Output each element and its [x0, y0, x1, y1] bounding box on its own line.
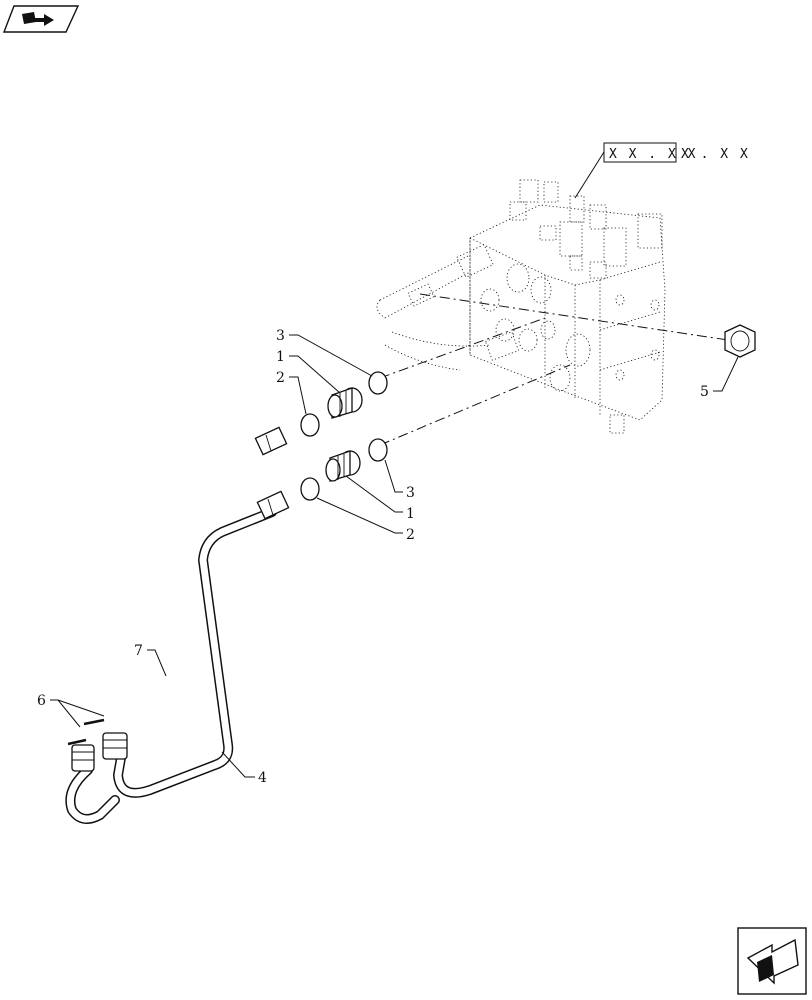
callout-3-lower: 3 [406, 485, 415, 501]
o-ring-3-lower [368, 438, 388, 462]
callout-4: 4 [258, 770, 267, 786]
callout-2-lower: 2 [406, 527, 415, 543]
reference-code-right: X . X X [681, 147, 750, 162]
callout-3-upper: 3 [276, 328, 285, 344]
o-ring-3-upper [368, 371, 388, 395]
book-arrow-icon[interactable] [2, 5, 80, 33]
callout-2-upper: 2 [276, 370, 285, 386]
o-ring-2-upper [300, 413, 320, 437]
next-page-arrow-icon[interactable] [737, 927, 807, 995]
callout-1-lower: 1 [406, 506, 415, 522]
reference-code-left: X X . X X [609, 147, 697, 162]
leader-lines [50, 334, 739, 778]
hydraulic-tube-4 [112, 490, 290, 798]
hydraulic-tube-7 [106, 426, 288, 782]
quick-coupler-left [71, 744, 95, 772]
centerline-upper [379, 317, 546, 379]
centerline-lower [379, 364, 571, 446]
control-valve-assembly [376, 179, 666, 434]
centerline-nut [419, 293, 729, 341]
reference-box: X X . X X X . X X [574, 142, 750, 199]
o-ring-2-lower [300, 477, 320, 501]
hex-nut-part [724, 324, 756, 358]
callout-5: 5 [700, 384, 709, 400]
quick-coupler-right [102, 732, 128, 760]
tube-elbow-loop [65, 765, 120, 824]
callout-7: 7 [134, 643, 143, 659]
adapter-fitting-lower [325, 450, 361, 482]
callout-1-upper: 1 [276, 349, 285, 365]
callout-6: 6 [37, 693, 46, 709]
adapter-fitting-upper [327, 387, 363, 419]
